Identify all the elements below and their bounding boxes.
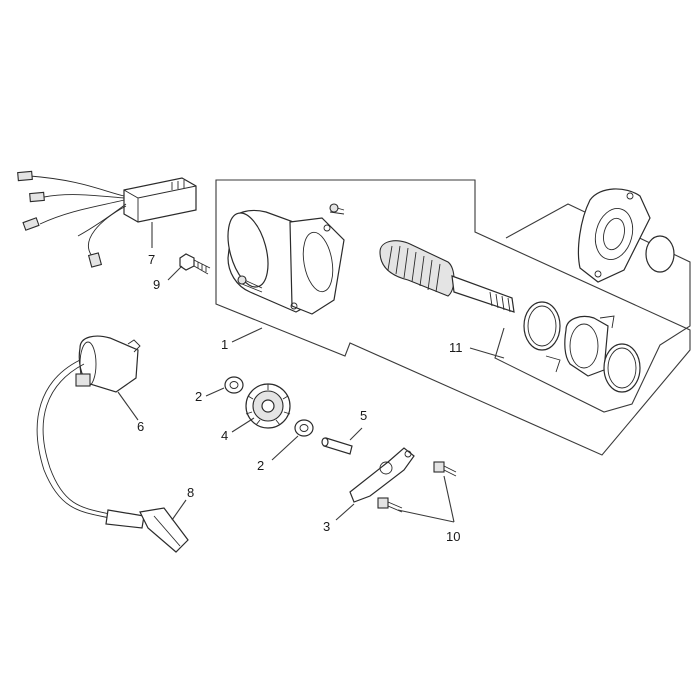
lever-plate bbox=[349, 447, 415, 503]
bolt-part-10b bbox=[377, 497, 403, 513]
starter-assembly-outline bbox=[215, 179, 691, 456]
callout-10: 10 bbox=[446, 529, 460, 544]
washer-lower bbox=[294, 419, 314, 437]
callout-1: 1 bbox=[221, 337, 228, 352]
bolt-part-10a bbox=[433, 461, 457, 477]
callout-2-upper: 2 bbox=[195, 389, 202, 404]
leader-lines bbox=[117, 222, 505, 523]
callout-3: 3 bbox=[323, 519, 330, 534]
spark-plug-cap bbox=[36, 359, 189, 553]
callout-7: 7 bbox=[148, 252, 155, 267]
starter-gear bbox=[245, 383, 291, 429]
washer-upper bbox=[224, 376, 244, 394]
shaft-pin bbox=[321, 437, 353, 455]
callout-11: 11 bbox=[449, 340, 463, 355]
o-ring-rear bbox=[645, 235, 675, 273]
rear-cover bbox=[577, 188, 675, 283]
callout-9: 9 bbox=[153, 277, 160, 292]
armature bbox=[379, 240, 515, 313]
callout-4: 4 bbox=[221, 428, 228, 443]
cdi-unit-group bbox=[17, 170, 197, 268]
bolt-part-9 bbox=[179, 253, 211, 275]
cdi-box bbox=[123, 177, 197, 223]
callout-2-lower: 2 bbox=[257, 458, 264, 473]
callout-8: 8 bbox=[187, 485, 194, 500]
bracket-kit bbox=[523, 301, 641, 393]
starter-motor bbox=[227, 203, 345, 315]
callout-6: 6 bbox=[137, 419, 144, 434]
ignition-coil bbox=[75, 335, 141, 393]
callout-5: 5 bbox=[360, 408, 367, 423]
